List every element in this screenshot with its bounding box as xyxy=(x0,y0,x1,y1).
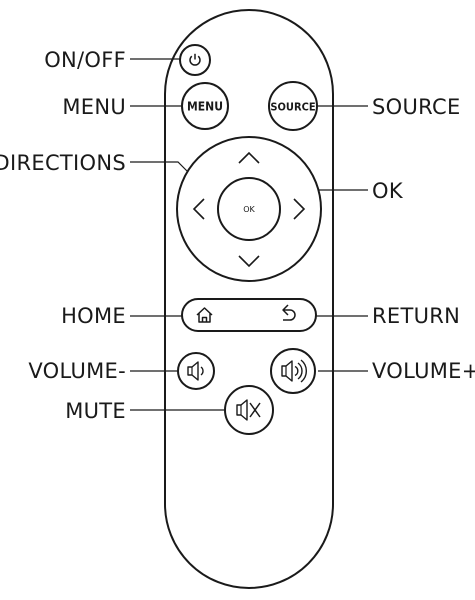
callout-on-off: ON/OFF xyxy=(44,48,126,72)
ok-button-ring xyxy=(217,177,281,241)
chevron-left-icon[interactable] xyxy=(192,198,205,220)
source-button-ring xyxy=(268,81,318,131)
volume-up-ring xyxy=(270,348,316,394)
chevron-right-icon[interactable] xyxy=(293,198,306,220)
chevron-down-icon[interactable] xyxy=(238,255,260,268)
callout-home: HOME xyxy=(61,304,126,328)
menu-button-ring xyxy=(181,82,229,130)
ok-button-label: OK xyxy=(243,205,255,214)
home-return-pill xyxy=(181,298,317,332)
callout-menu: MENU xyxy=(62,95,126,119)
source-button[interactable]: SOURCE xyxy=(268,81,318,131)
callout-volume-up: VOLUME+ xyxy=(372,359,475,383)
return-button[interactable] xyxy=(282,304,296,321)
callout-directions: DIRECTIONS xyxy=(0,151,126,175)
home-button[interactable] xyxy=(196,307,213,323)
power-button-ring xyxy=(179,44,211,76)
menu-button-label: MENU xyxy=(187,100,223,114)
menu-button[interactable]: MENU xyxy=(181,82,229,130)
speaker-high-icon xyxy=(281,359,307,383)
volume-up-button[interactable] xyxy=(270,348,316,394)
callout-source: SOURCE xyxy=(372,95,461,119)
chevron-up-icon[interactable] xyxy=(238,151,260,164)
mute-button-ring xyxy=(224,385,274,435)
source-button-label: SOURCE xyxy=(270,101,315,114)
volume-down-button[interactable] xyxy=(177,352,215,390)
callout-mute: MUTE xyxy=(65,399,126,423)
ok-button[interactable]: OK xyxy=(217,177,281,241)
power-icon xyxy=(189,53,201,66)
home-return-bar xyxy=(181,298,317,332)
speaker-low-icon xyxy=(187,361,204,381)
directions-leader-line xyxy=(130,161,189,173)
return-arrow-icon xyxy=(282,304,296,321)
mute-button[interactable] xyxy=(224,385,274,435)
volume-down-ring xyxy=(177,352,215,390)
power-button[interactable] xyxy=(179,44,211,76)
callout-ok: OK xyxy=(372,179,404,203)
home-icon xyxy=(196,307,213,323)
speaker-muted-icon xyxy=(236,399,261,421)
callout-return: RETURN xyxy=(372,304,460,328)
callout-volume-down: VOLUME- xyxy=(28,359,126,383)
